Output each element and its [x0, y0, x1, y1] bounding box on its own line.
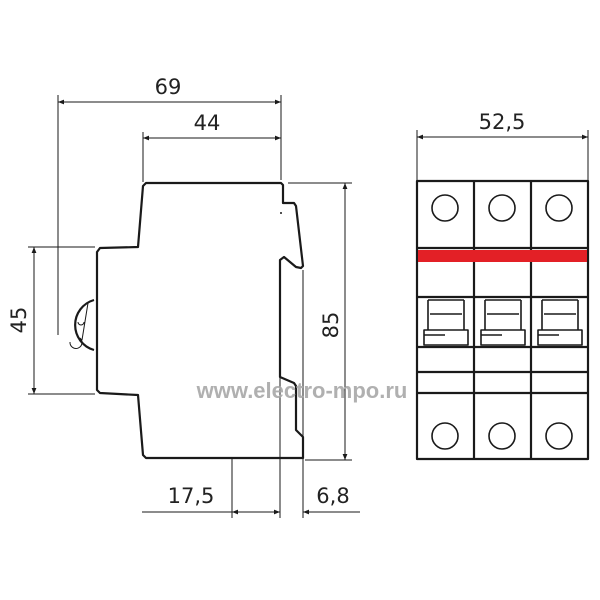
toggle-handles [423, 299, 583, 346]
dimension-label: 44 [194, 111, 221, 135]
dimension-label: 85 [319, 312, 343, 339]
marker-dot [280, 212, 282, 214]
screw-icon [488, 422, 516, 450]
terminal-screws-top [431, 194, 573, 222]
dimension-label: 17,5 [168, 484, 215, 508]
dimension-45: 45 [7, 246, 95, 395]
screw-icon [545, 194, 573, 222]
dimension-label: 45 [7, 307, 31, 334]
toggle-knob [74, 298, 95, 352]
knob-detail [69, 302, 89, 349]
red-stripe [418, 250, 587, 262]
screw-icon [431, 422, 459, 450]
side-view-outline [95, 181, 305, 460]
dimension-69: 69 [57, 75, 282, 335]
dimension-label: 6,8 [316, 484, 349, 508]
front-view-outline [415, 179, 590, 461]
dimension-label: 69 [155, 75, 182, 99]
watermark: www.electro-mpo.ru [196, 378, 408, 403]
toggle-handle [423, 299, 469, 346]
dimension-6-8: 6,8 [302, 270, 360, 518]
screw-icon [545, 422, 573, 450]
dimension-85: 85 [288, 182, 352, 461]
dimension-52-5: 52,5 [416, 110, 589, 180]
toggle-handle [480, 299, 526, 346]
terminal-screws-bottom [431, 422, 573, 450]
side-view [69, 181, 305, 460]
toggle-handle [537, 299, 583, 346]
screw-icon [431, 194, 459, 222]
dimension-17-5: 17,5 [142, 378, 281, 518]
front-view [415, 179, 590, 461]
dimension-label: 52,5 [479, 110, 526, 134]
screw-icon [488, 194, 516, 222]
dimension-44: 44 [142, 111, 281, 182]
